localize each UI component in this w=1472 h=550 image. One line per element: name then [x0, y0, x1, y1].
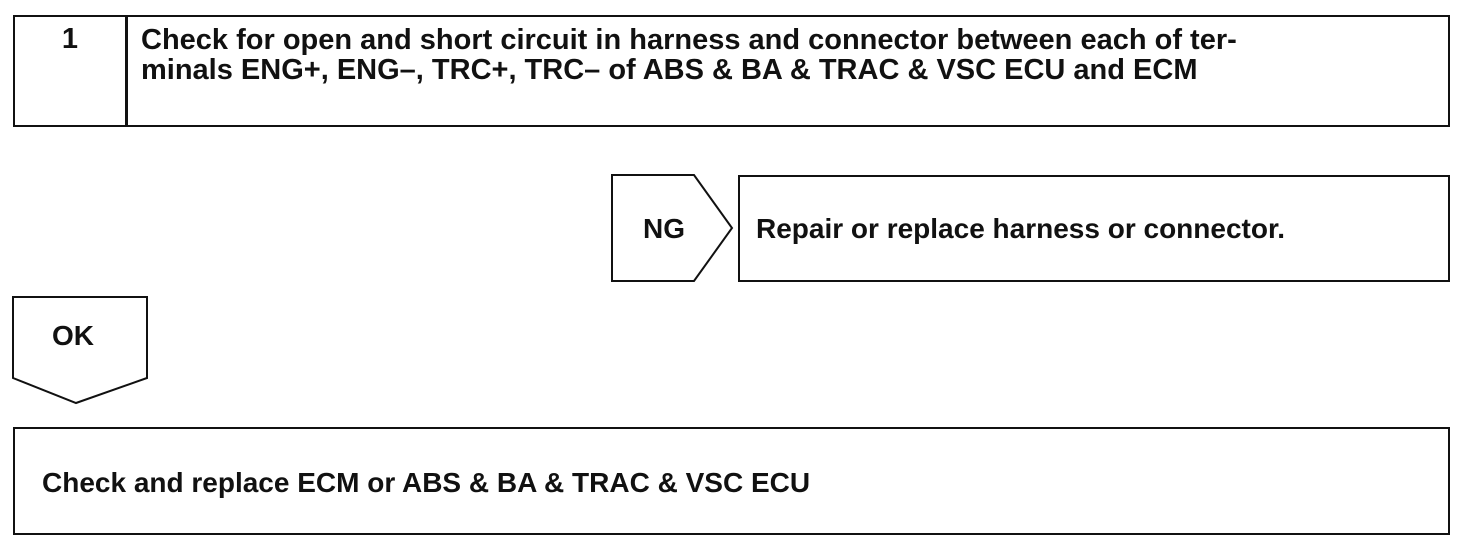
final-step-box: Check and replace ECM or ABS & BA & TRAC…: [13, 427, 1450, 535]
ng-result-text: Repair or replace harness or connector.: [756, 213, 1286, 244]
step-text: Check for open and short circuit in harn…: [141, 25, 1408, 85]
step-box: 1 Check for open and short circuit in ha…: [13, 15, 1450, 127]
final-step-text: Check and replace ECM or ABS & BA & TRAC…: [42, 467, 811, 498]
step-number: 1: [15, 17, 128, 125]
ng-result-box: Repair or replace harness or connector.: [738, 175, 1450, 282]
step-text-line-2: minals ENG+, ENG–, TRC+, TRC– of ABS & B…: [141, 54, 1198, 86]
ok-label: OK: [52, 320, 94, 351]
ok-arrow-shape: [12, 296, 148, 405]
step-text-line-1: Check for open and short circuit in harn…: [141, 24, 1237, 56]
ng-label: NG: [643, 213, 685, 244]
